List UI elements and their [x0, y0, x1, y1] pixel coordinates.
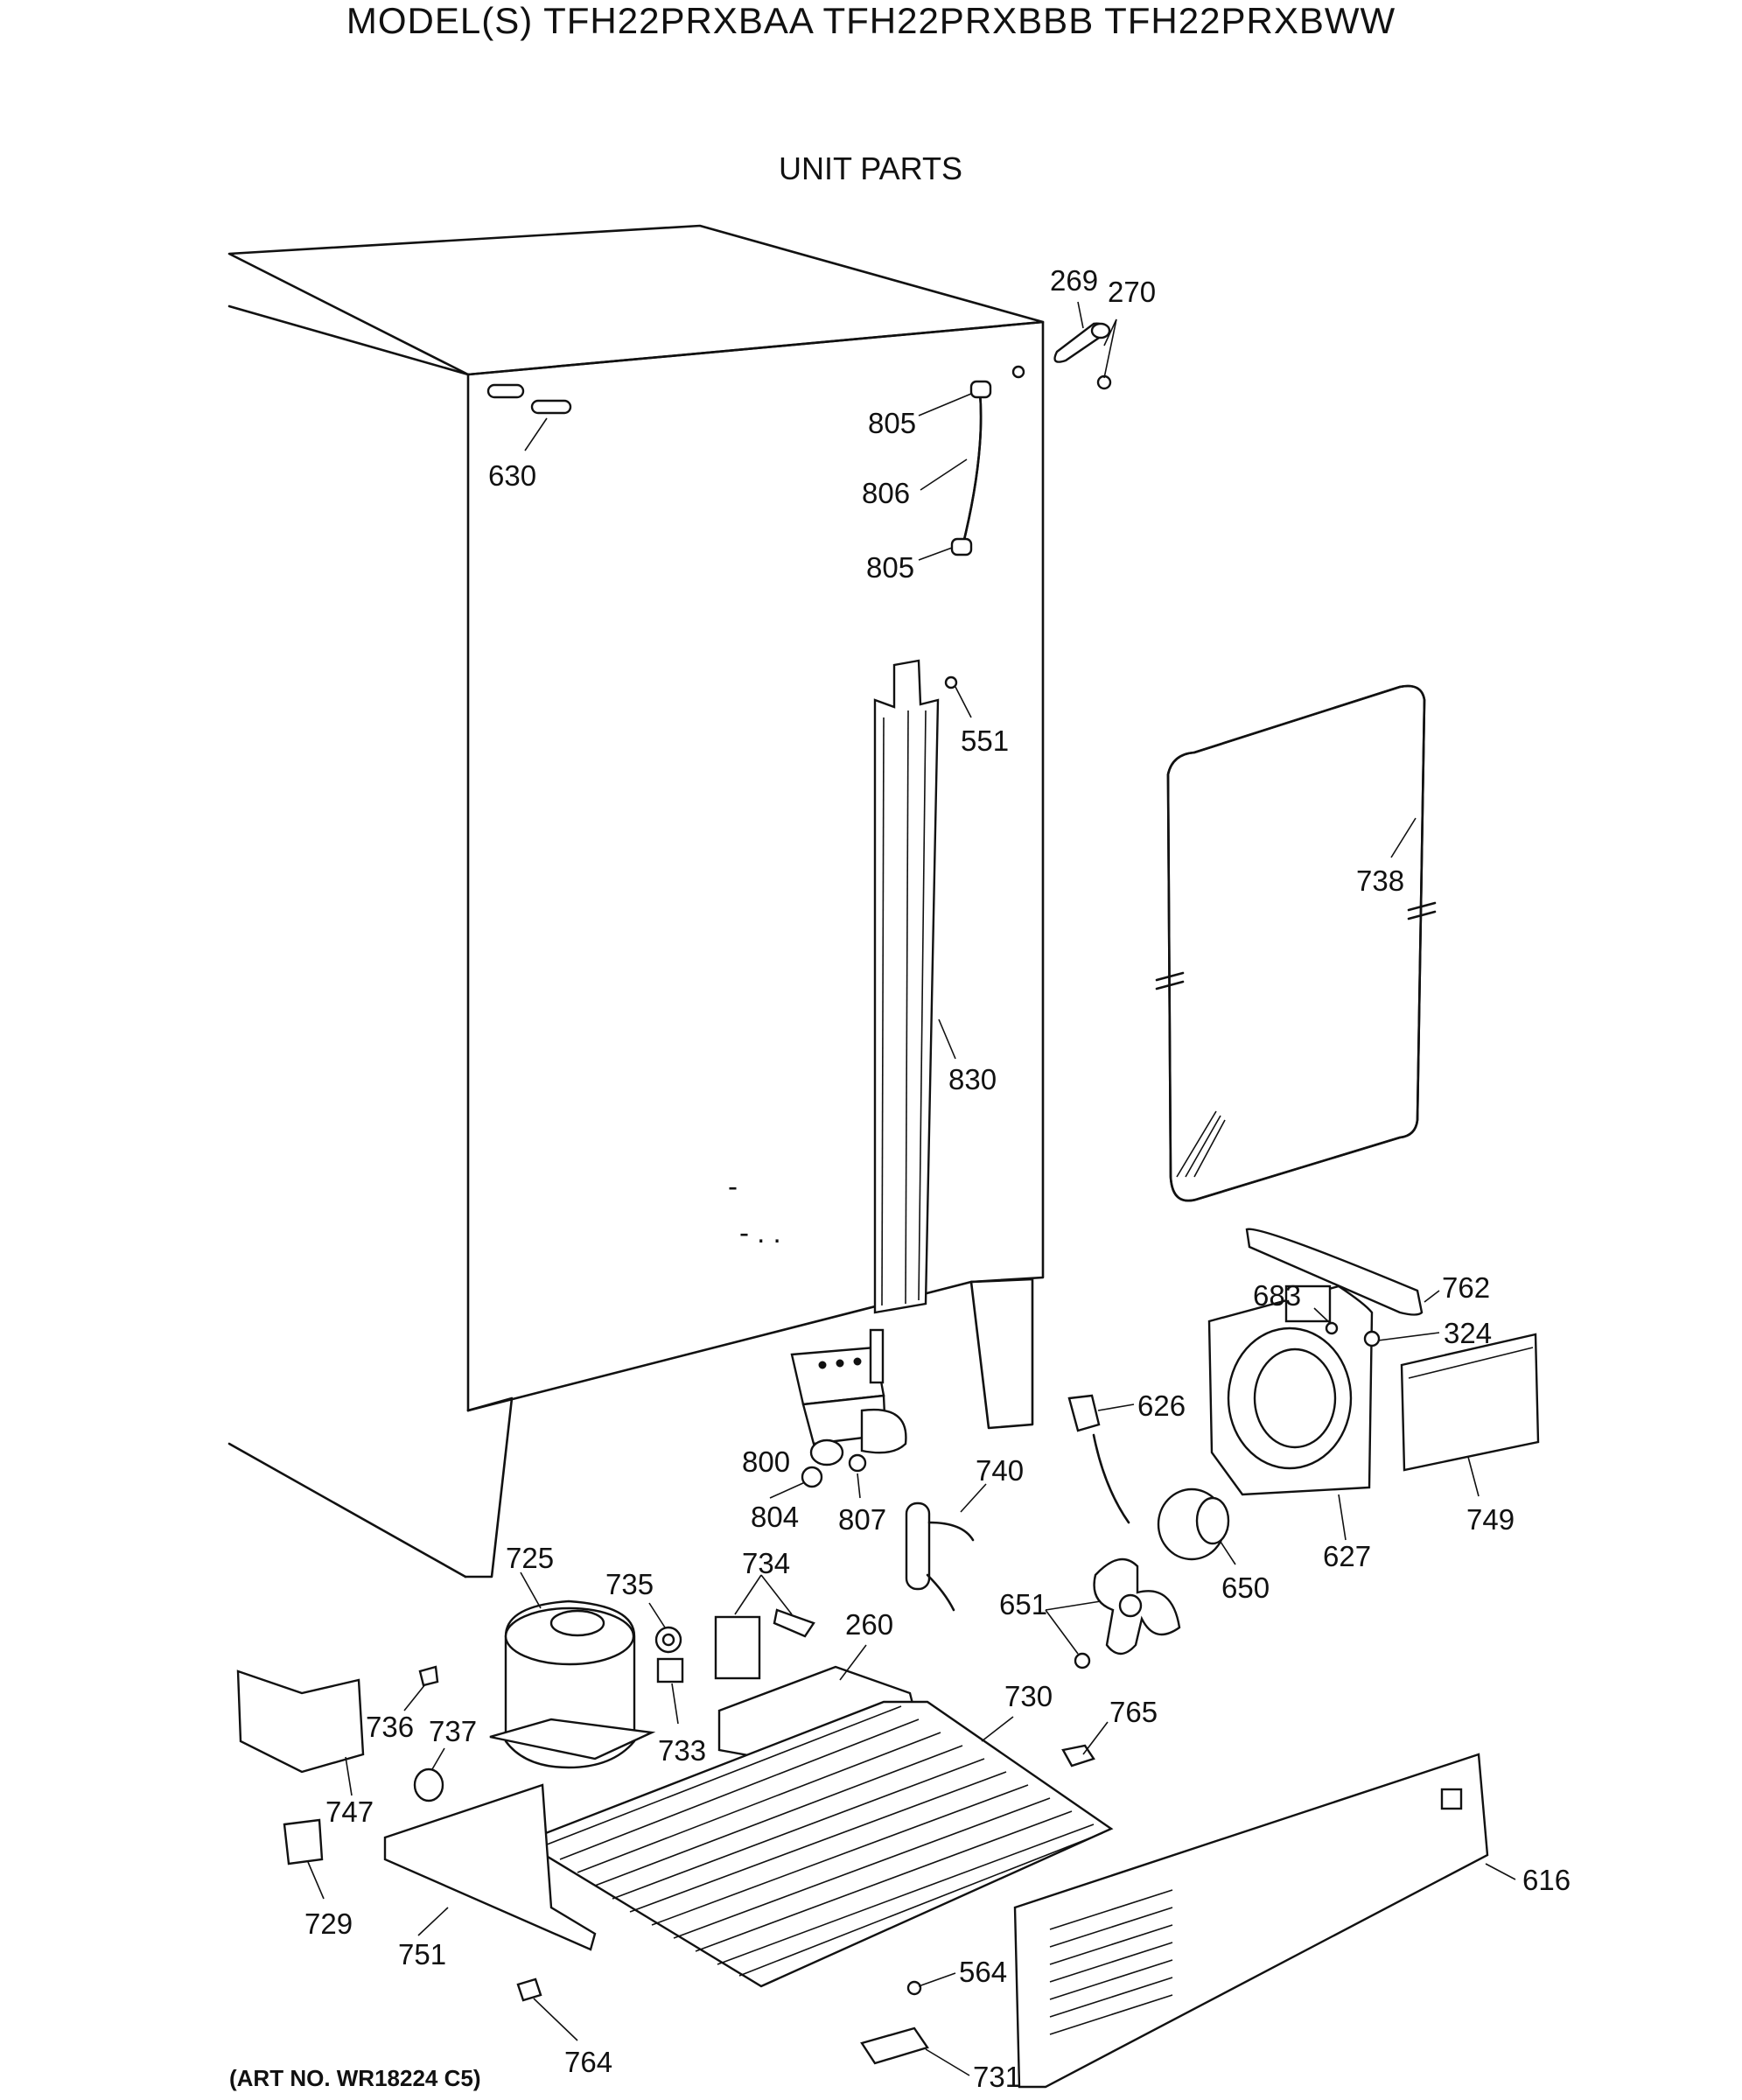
callout-805-lower: 805 — [866, 551, 914, 584]
part-683-screw — [1325, 1321, 1339, 1335]
part-762-insulation-strip — [1245, 1228, 1424, 1316]
callout-740: 740 — [976, 1454, 1024, 1487]
part-627-fan-shroud — [1207, 1284, 1374, 1496]
part-765-bracket — [1061, 1744, 1095, 1768]
svg-text:- . .: - . . — [739, 1216, 781, 1249]
callout-733: 733 — [658, 1734, 706, 1767]
part-800-water-valve — [790, 1328, 907, 1466]
callout-270: 270 — [1108, 276, 1156, 308]
callout-269: 269 — [1050, 264, 1098, 297]
callout-747: 747 — [325, 1796, 374, 1828]
callout-737: 737 — [429, 1715, 477, 1747]
callout-735: 735 — [605, 1568, 654, 1600]
callout-627: 627 — [1323, 1540, 1371, 1572]
callout-734: 734 — [742, 1547, 790, 1579]
refrigerator-cabinet: - - . . — [227, 224, 1045, 1578]
callout-324: 324 — [1444, 1317, 1492, 1349]
part-270-screw — [1096, 374, 1112, 390]
tube-clamp-lower — [950, 537, 973, 556]
part-735-grommet — [654, 1626, 682, 1654]
part-736-clip — [418, 1665, 439, 1687]
diagram-title: MODEL(S) TFH22PRXBAA TFH22PRXBBB TFH22PR… — [346, 0, 1396, 41]
part-626-power-cord — [1067, 1394, 1130, 1524]
part-807-plug — [848, 1453, 867, 1473]
callout-736: 736 — [366, 1711, 414, 1743]
callout-764: 764 — [564, 2046, 612, 2078]
part-734-overload — [714, 1608, 815, 1680]
part-callouts: 269 270 630 805 806 805 551 738 830 762 … — [304, 264, 1571, 2093]
part-740-drier — [905, 1502, 975, 1612]
callout-651: 651 — [999, 1588, 1047, 1620]
callout-731: 731 — [973, 2061, 1021, 2093]
part-324-grommet — [1363, 1330, 1381, 1348]
part-616-grille — [1013, 1753, 1489, 2089]
part-804-plug — [801, 1466, 823, 1488]
callout-738: 738 — [1356, 864, 1404, 897]
callout-830: 830 — [948, 1063, 997, 1096]
part-731-bracket — [860, 2026, 929, 2065]
water-tube-assembly — [950, 380, 992, 556]
callout-765: 765 — [1109, 1696, 1158, 1728]
part-749-cover — [1400, 1333, 1540, 1472]
part-551-screw — [944, 676, 958, 690]
part-764-clip — [516, 1978, 542, 2002]
part-751-base-pan — [383, 1783, 597, 1951]
part-651-nut — [1074, 1652, 1091, 1670]
callout-725: 725 — [506, 1542, 554, 1574]
part-269-drain-fitting — [1053, 322, 1111, 363]
callout-751: 751 — [398, 1938, 446, 1970]
callout-806: 806 — [862, 477, 910, 509]
callout-564: 564 — [959, 1956, 1007, 1988]
callout-630: 630 — [488, 459, 536, 492]
callout-650: 650 — [1221, 1572, 1270, 1604]
part-738-heater-loop — [1155, 684, 1437, 1202]
callout-616: 616 — [1522, 1864, 1571, 1896]
part-fan-blade — [1093, 1558, 1181, 1656]
callout-762: 762 — [1442, 1271, 1490, 1304]
callout-807: 807 — [838, 1503, 886, 1536]
callout-805-upper: 805 — [868, 407, 916, 439]
part-729-capacitor — [283, 1818, 324, 1866]
part-737-grommet — [413, 1768, 444, 1802]
part-650-fan-motor — [1157, 1488, 1230, 1561]
callout-260: 260 — [845, 1608, 893, 1641]
callout-730: 730 — [1004, 1680, 1053, 1712]
part-730-condenser — [521, 1700, 1114, 1988]
part-733-relay — [656, 1657, 684, 1684]
callout-626: 626 — [1137, 1390, 1186, 1422]
part-564-screw — [906, 1980, 922, 1996]
callout-551: 551 — [961, 724, 1009, 757]
callout-729: 729 — [304, 1908, 353, 1940]
svg-text:-: - — [728, 1170, 738, 1202]
part-747-cover — [236, 1670, 365, 1774]
tube-clamp-upper — [969, 380, 992, 399]
diagram-subtitle: UNIT PARTS — [778, 150, 963, 186]
callout-804: 804 — [751, 1501, 799, 1533]
art-number: (ART NO. WR18224 C5) — [229, 2065, 481, 2091]
part-830-mullion — [873, 659, 940, 1314]
callout-800: 800 — [742, 1446, 790, 1478]
leader-lines — [307, 301, 1516, 2076]
part-725-compressor — [489, 1600, 656, 1769]
callout-749: 749 — [1466, 1503, 1515, 1536]
callout-683: 683 — [1253, 1279, 1301, 1312]
